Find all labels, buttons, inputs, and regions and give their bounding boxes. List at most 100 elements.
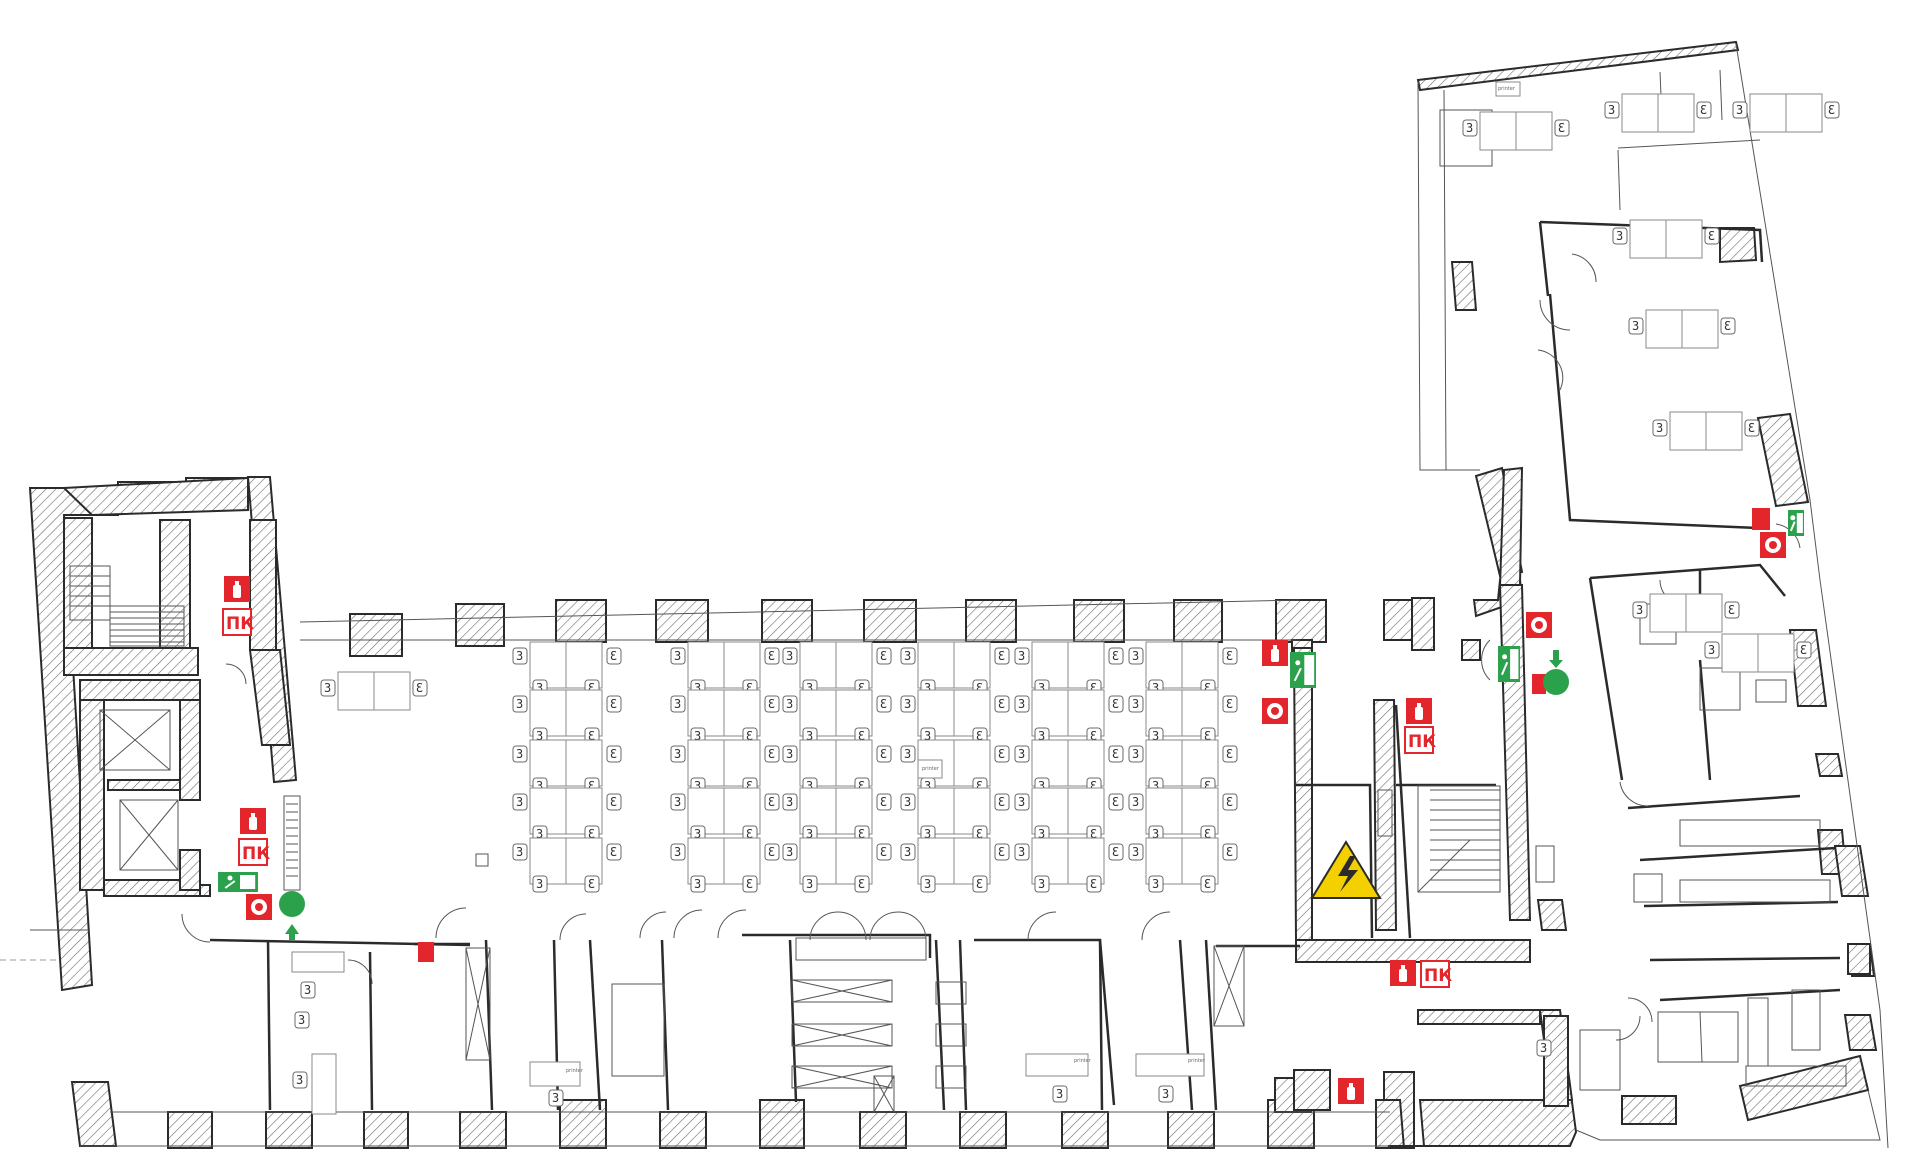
chair-glyph: Ɛ — [1204, 681, 1211, 695]
chair: Ɛ — [606, 695, 622, 713]
chair-glyph: Ɛ — [1226, 845, 1233, 859]
emergency-exit-icon — [1290, 652, 1316, 688]
desk-cluster — [799, 739, 873, 787]
chair: 3 — [1148, 875, 1164, 893]
chair: 3 — [1014, 647, 1030, 665]
fire-extinguisher-icon — [1406, 698, 1432, 724]
chair-glyph: Ɛ — [976, 827, 983, 841]
chair-glyph: Ɛ — [880, 845, 887, 859]
chair: Ɛ — [1222, 745, 1238, 763]
chair-glyph: Ɛ — [1112, 697, 1119, 711]
chair-glyph: Ɛ — [588, 729, 595, 743]
chair: 3 — [1732, 101, 1748, 119]
chair: 3 — [1014, 695, 1030, 713]
desk-cluster — [687, 837, 761, 885]
chair-glyph: 3 — [1018, 845, 1025, 859]
chair-glyph: 3 — [1018, 747, 1025, 761]
assembly-point-icon — [279, 891, 305, 940]
chair: Ɛ — [994, 793, 1010, 811]
chair: 3 — [782, 695, 798, 713]
chair-glyph: Ɛ — [858, 681, 865, 695]
chair: 3 — [1128, 745, 1144, 763]
chair-glyph: Ɛ — [858, 729, 865, 743]
chair: Ɛ — [1554, 119, 1570, 137]
chair-glyph: Ɛ — [746, 681, 753, 695]
chair: 3 — [690, 875, 706, 893]
chair-glyph: Ɛ — [1800, 643, 1807, 657]
chair-glyph: 3 — [924, 779, 931, 793]
chair-glyph: 3 — [1636, 603, 1643, 617]
chair-glyph: Ɛ — [976, 729, 983, 743]
chair-glyph: Ɛ — [1226, 747, 1233, 761]
chair-glyph: 3 — [924, 827, 931, 841]
chair-glyph: 3 — [1466, 121, 1473, 135]
desk-cluster — [337, 671, 411, 711]
chair-glyph: Ɛ — [880, 649, 887, 663]
chair-glyph: 3 — [536, 779, 543, 793]
chair: Ɛ — [1108, 793, 1124, 811]
chair-glyph: Ɛ — [588, 681, 595, 695]
fire-extinguisher-icon — [1338, 1078, 1364, 1104]
chair-glyph: Ɛ — [1112, 795, 1119, 809]
chair-glyph: Ɛ — [588, 779, 595, 793]
chair-glyph: Ɛ — [1728, 603, 1735, 617]
chair-glyph: 3 — [1540, 1041, 1547, 1055]
chair-glyph: Ɛ — [610, 649, 617, 663]
chair-glyph: 3 — [516, 795, 523, 809]
chair-glyph: Ɛ — [1700, 103, 1707, 117]
chair-glyph: 3 — [924, 729, 931, 743]
chair-glyph: 3 — [1162, 1087, 1169, 1101]
desk-cluster — [529, 641, 603, 689]
chair: 3 — [512, 647, 528, 665]
chair-glyph: Ɛ — [1090, 729, 1097, 743]
chair-glyph: 3 — [1132, 649, 1139, 663]
chair-glyph: Ɛ — [1558, 121, 1565, 135]
doors — [181, 253, 1801, 1041]
desk-cluster — [1749, 93, 1823, 133]
chair: Ɛ — [854, 875, 870, 893]
chair: Ɛ — [876, 793, 892, 811]
chair: Ɛ — [1086, 875, 1102, 893]
chair: 3 — [1462, 119, 1478, 137]
chair: Ɛ — [412, 679, 428, 697]
chair-glyph: 3 — [1152, 729, 1159, 743]
chair-glyph: 3 — [674, 697, 681, 711]
chair-glyph: 3 — [516, 697, 523, 711]
chair-glyph: Ɛ — [998, 747, 1005, 761]
chair: 3 — [512, 695, 528, 713]
chair: 3 — [1604, 101, 1620, 119]
hydrant-code: ПК — [1408, 732, 1436, 752]
chair: Ɛ — [994, 843, 1010, 861]
chair: 3 — [1052, 1085, 1068, 1103]
chair-glyph: 3 — [1056, 1087, 1063, 1101]
desk-cluster — [1479, 111, 1553, 151]
chair: 3 — [512, 745, 528, 763]
printer-label: printer — [1074, 1058, 1092, 1064]
chair-glyph: Ɛ — [1226, 649, 1233, 663]
chair-glyph: 3 — [1736, 103, 1743, 117]
chair: Ɛ — [764, 793, 780, 811]
chair-glyph: 3 — [1152, 779, 1159, 793]
chair-glyph: Ɛ — [998, 697, 1005, 711]
chair-glyph: Ɛ — [880, 795, 887, 809]
chair: 3 — [1704, 641, 1720, 659]
chair-glyph: 3 — [536, 877, 543, 891]
chair: Ɛ — [1108, 647, 1124, 665]
chair: 3 — [1014, 745, 1030, 763]
chair-glyph: Ɛ — [1204, 729, 1211, 743]
chair: 3 — [294, 1011, 310, 1029]
chair-glyph: 3 — [904, 795, 911, 809]
chair: Ɛ — [876, 647, 892, 665]
fire-extinguisher-icon — [1390, 960, 1416, 986]
exterior-walls — [28, 40, 1878, 1149]
chair-glyph: 3 — [1038, 877, 1045, 891]
chair-glyph: Ɛ — [1828, 103, 1835, 117]
interior-lines — [0, 43, 1889, 1149]
chair-glyph: 3 — [904, 649, 911, 663]
emergency-exit-icon — [1498, 646, 1520, 682]
chair-glyph: Ɛ — [1708, 229, 1715, 243]
chair: 3 — [670, 793, 686, 811]
chair: Ɛ — [1744, 419, 1760, 437]
chair-glyph: 3 — [806, 729, 813, 743]
